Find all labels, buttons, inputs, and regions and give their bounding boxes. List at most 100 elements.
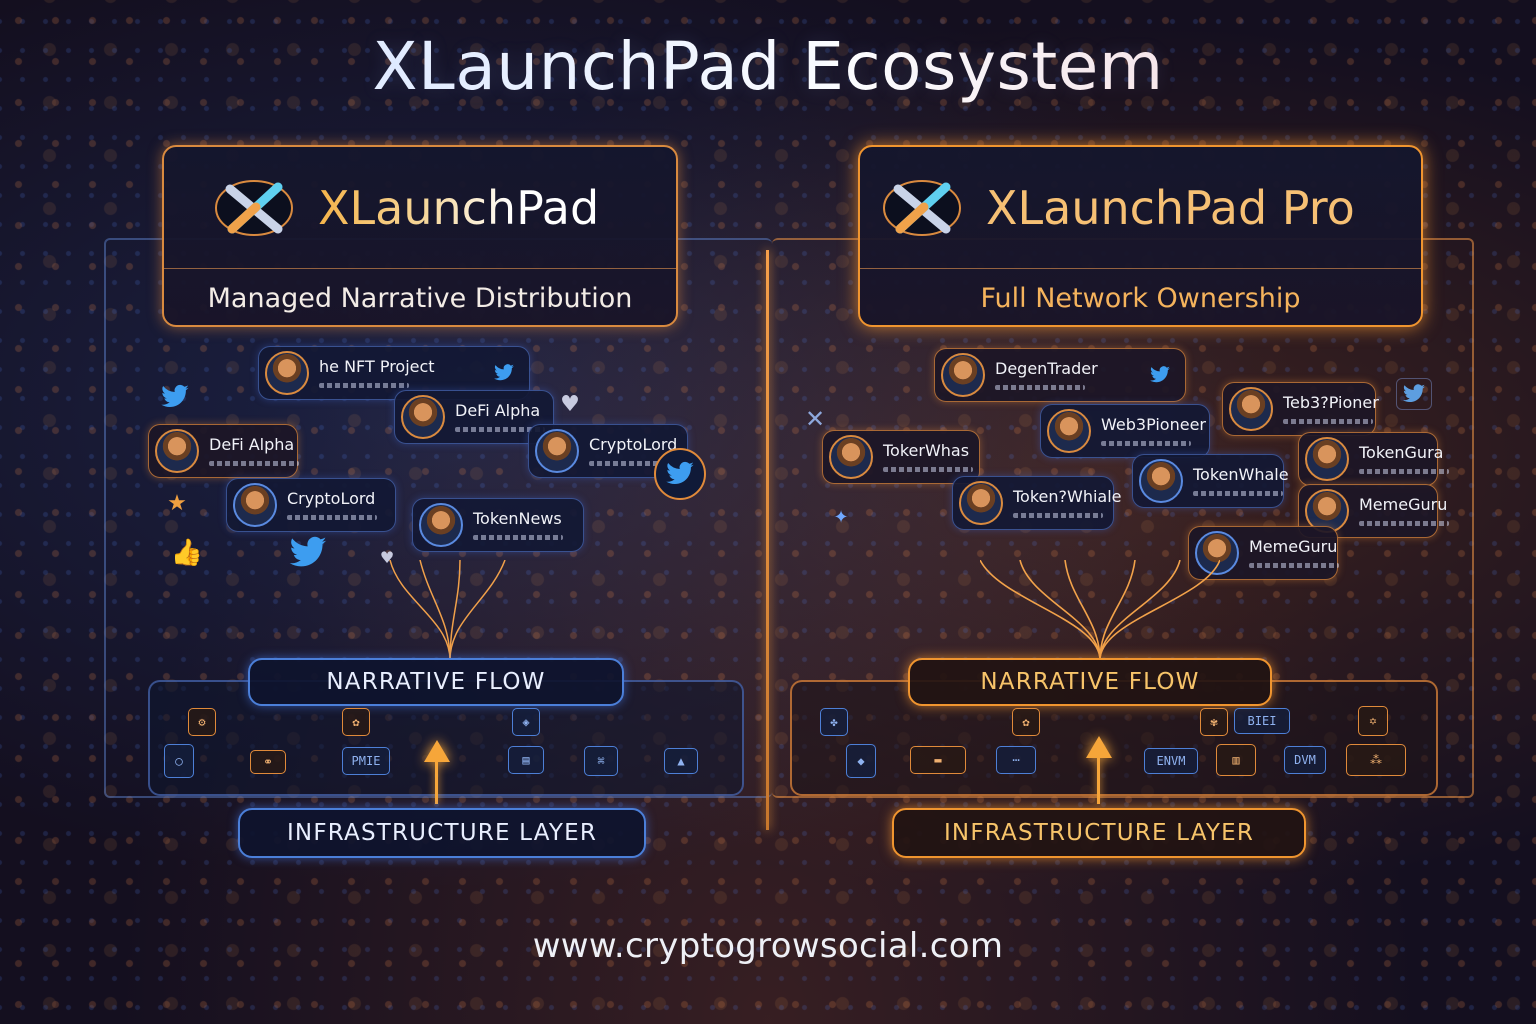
account-meta (209, 460, 299, 466)
arrow-up-icon (424, 740, 450, 762)
network-icon: ✦ (833, 506, 849, 528)
brand-name: XLaunchPad (318, 180, 600, 235)
infra-tile: ⌘ (584, 746, 618, 776)
thumbs-up-icon: 👍 (170, 538, 204, 568)
infra-tile: ⁂ (1346, 744, 1406, 776)
heart-icon: ♥ (379, 547, 395, 567)
infra-tile: ◈ (512, 708, 540, 736)
avatar (535, 429, 579, 473)
account-card: TokenWhale (1132, 454, 1289, 508)
account-name: Token?Whiale (1013, 487, 1122, 507)
account-card: MemeGuru (1188, 526, 1339, 580)
account-meta (319, 382, 409, 388)
account-card: Teb3?Pioner (1222, 382, 1379, 436)
avatar (1229, 387, 1273, 431)
avatar (829, 435, 873, 479)
narrative-flow-label: NARRATIVE FLOW (908, 658, 1272, 706)
infra-tile: ✾ (1200, 708, 1228, 736)
account-card: DeFi Alpha (394, 390, 554, 444)
account-meta (1359, 468, 1449, 474)
arrow-stem (1097, 758, 1100, 804)
infra-tile: ✤ (820, 708, 848, 736)
account-name: he NFT Project (319, 357, 435, 377)
account-name: CryptoLord (589, 435, 678, 455)
infra-tile: ▤ (508, 746, 544, 774)
account-meta (995, 384, 1085, 390)
account-name: MemeGuru (1359, 495, 1448, 515)
account-name: TokenGura (1359, 443, 1444, 463)
infrastructure-layer-label: INFRASTRUCTURE LAYER (892, 808, 1306, 858)
account-name: DeFi Alpha (455, 401, 541, 421)
avatar (233, 483, 277, 527)
xlaunchpad-header-card: XLaunchPad Managed Narrative Distributio… (162, 145, 678, 327)
account-card: Token?Whiale (952, 476, 1122, 530)
arrow-stem (435, 762, 438, 804)
x-logo-icon (215, 179, 293, 236)
twitter-bird-icon (161, 384, 189, 408)
account-card: TokerWhas (822, 430, 980, 484)
infra-tile: ✿ (342, 708, 370, 736)
account-name: DegenTrader (995, 359, 1098, 379)
twitter-bird-badge (1396, 378, 1432, 410)
infra-tile: ▥ (1216, 744, 1256, 776)
twitter-bird-badge (654, 448, 706, 500)
account-name: MemeGuru (1249, 537, 1338, 557)
page-title: XLaunchPad Ecosystem (0, 28, 1536, 105)
account-meta (1283, 418, 1373, 424)
infra-tile: BIEI (1234, 708, 1290, 734)
avatar (1047, 409, 1091, 453)
account-card: TokenGura (1298, 432, 1449, 486)
footer-url[interactable]: www.cryptogrowsocial.com (532, 926, 1004, 966)
avatar (1305, 437, 1349, 481)
brand-name: XLaunchPad Pro (986, 180, 1355, 235)
account-meta (287, 514, 377, 520)
infra-tile: DVM (1284, 746, 1326, 774)
avatar (1195, 531, 1239, 575)
avatar (1139, 459, 1183, 503)
avatar (401, 395, 445, 439)
account-meta (883, 466, 973, 472)
account-meta (1101, 440, 1191, 446)
account-name: TokenNews (473, 509, 562, 529)
x-cross-icon: ✕ (804, 405, 826, 433)
account-meta (473, 534, 563, 540)
account-meta (1193, 490, 1283, 496)
twitter-bird-icon (289, 536, 327, 567)
account-meta (455, 426, 545, 432)
account-meta (1013, 512, 1103, 518)
account-card: DeFi Alpha (148, 424, 299, 478)
infra-tile: PMIE (342, 747, 390, 775)
infra-tile: ◆ (846, 744, 876, 778)
account-name: Web3Pioneer (1101, 415, 1206, 435)
infrastructure-layer-label: INFRASTRUCTURE LAYER (238, 808, 646, 858)
infra-tile: ✡ (1358, 706, 1388, 736)
twitter-bird-icon (1150, 366, 1170, 383)
infra-tile: ✿ (1012, 708, 1040, 736)
avatar (941, 353, 985, 397)
account-name: Teb3?Pioner (1283, 393, 1379, 413)
account-name: CryptoLord (287, 489, 376, 509)
infra-tile: ENVM (1144, 748, 1198, 774)
star-icon: ★ (167, 490, 187, 516)
xlaunchpad-pro-header-card: XLaunchPad Pro Full Network Ownership (858, 145, 1423, 327)
infra-tile: ⋯ (996, 746, 1036, 774)
avatar (419, 503, 463, 547)
account-name: TokerWhas (883, 441, 970, 461)
avatar (265, 351, 309, 395)
account-card: TokenNews (412, 498, 584, 552)
center-divider (766, 250, 769, 830)
account-name: TokenWhale (1193, 465, 1289, 485)
account-card: CryptoLord (226, 478, 396, 532)
twitter-bird-icon (666, 461, 694, 485)
infra-tile: ⚭ (250, 750, 286, 774)
heart-icon: ♥ (560, 391, 580, 417)
account-card: Web3Pioneer (1040, 404, 1210, 458)
header-subtitle: Full Network Ownership (980, 282, 1301, 314)
infra-tile: ▬ (910, 746, 966, 774)
account-meta (589, 460, 679, 466)
narrative-flow-label: NARRATIVE FLOW (248, 658, 624, 706)
arrow-up-icon (1086, 736, 1112, 758)
twitter-bird-icon (1403, 384, 1425, 403)
infra-tile: ▲ (664, 748, 698, 774)
twitter-bird-icon (494, 364, 514, 381)
